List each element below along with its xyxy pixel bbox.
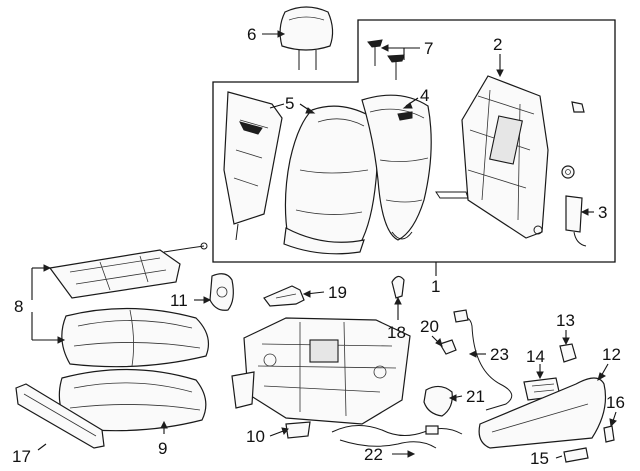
callout-10: 10 <box>246 427 265 446</box>
callout-6: 6 <box>247 25 256 44</box>
callout-13: 13 <box>556 311 575 330</box>
knob <box>603 425 615 443</box>
seatback-insert-panel <box>223 91 283 241</box>
bracket <box>263 285 305 307</box>
callout-1: 1 <box>431 277 440 296</box>
seatback-pad <box>283 105 378 255</box>
seatback-cover <box>361 94 432 241</box>
callout-12: 12 <box>602 345 621 364</box>
callout-9: 9 <box>158 439 167 458</box>
callout-11: 11 <box>170 291 188 310</box>
recliner-cover <box>423 385 453 417</box>
callout-21: 21 <box>466 387 485 406</box>
headrest-guides <box>367 39 405 80</box>
callout-20: 20 <box>420 317 439 336</box>
side-shield <box>478 377 607 449</box>
seatback-frame <box>435 75 585 239</box>
clip <box>439 339 457 355</box>
seat-heater-element <box>48 242 208 299</box>
callout-19: 19 <box>328 283 347 302</box>
shield-cover <box>209 273 234 311</box>
callout-8: 8 <box>14 297 23 316</box>
callout-17: 17 <box>12 447 31 466</box>
hook <box>391 275 405 299</box>
seatback-assembly-frame <box>212 19 616 263</box>
seat-cushion-cover <box>61 307 209 368</box>
callout-18: 18 <box>387 323 406 342</box>
callout-4: 4 <box>420 86 429 105</box>
leader-lines <box>31 30 617 459</box>
callout-23: 23 <box>490 345 509 364</box>
headrest <box>279 6 334 70</box>
callout-7: 7 <box>424 39 433 58</box>
side-airbag <box>565 195 587 247</box>
callout-3: 3 <box>598 203 607 222</box>
front-trim-panel <box>15 383 105 449</box>
callout-2: 2 <box>493 35 502 54</box>
callout-15: 15 <box>530 449 549 468</box>
wire-harness <box>453 309 513 411</box>
callout-labels: 6 7 2 5 4 3 1 8 11 19 18 13 20 23 12 14 … <box>12 25 625 468</box>
callout-14: 14 <box>526 347 545 366</box>
switch-bezel <box>563 447 589 463</box>
callout-16: 16 <box>606 393 625 412</box>
callout-5: 5 <box>285 94 294 113</box>
switch-knob <box>559 343 577 363</box>
seat-wire-harness <box>331 425 463 449</box>
seat-track-adjuster <box>231 317 411 439</box>
callout-22: 22 <box>364 445 383 464</box>
